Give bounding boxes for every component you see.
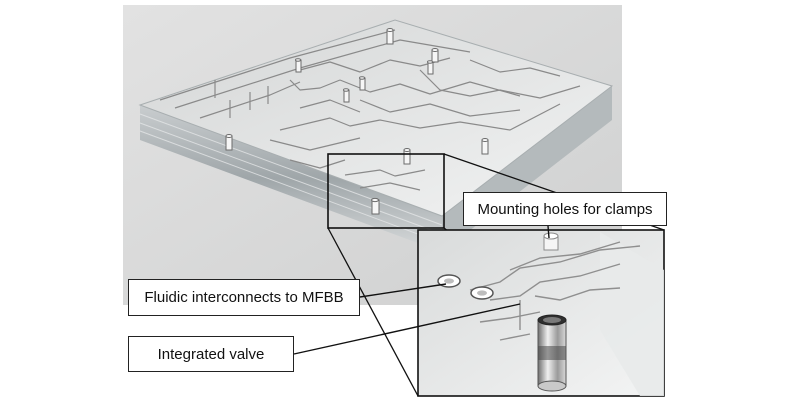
- inset-valve-cylinder: [537, 314, 567, 392]
- inset-interconnect-ring-2: [470, 286, 494, 300]
- callout-leader-lines: [293, 225, 550, 355]
- callout-mounting-holes: Mounting holes for clamps: [463, 192, 667, 226]
- zoom-region-frame: [327, 153, 445, 229]
- inset-magnified-view: [417, 229, 665, 397]
- callout-integrated-valve: Integrated valve: [128, 336, 294, 372]
- callout-fluidic-interconnects: Fluidic interconnects to MFBB: [128, 279, 360, 316]
- callout-fluidic-interconnects-text: Fluidic interconnects to MFBB: [144, 289, 344, 306]
- callout-integrated-valve-text: Integrated valve: [157, 345, 265, 363]
- layer-lines: [139, 113, 443, 244]
- callout-mounting-holes-text: Mounting holes for clamps: [477, 200, 653, 218]
- inset-mounting-hole: [543, 232, 559, 251]
- device-ports: [225, 28, 489, 215]
